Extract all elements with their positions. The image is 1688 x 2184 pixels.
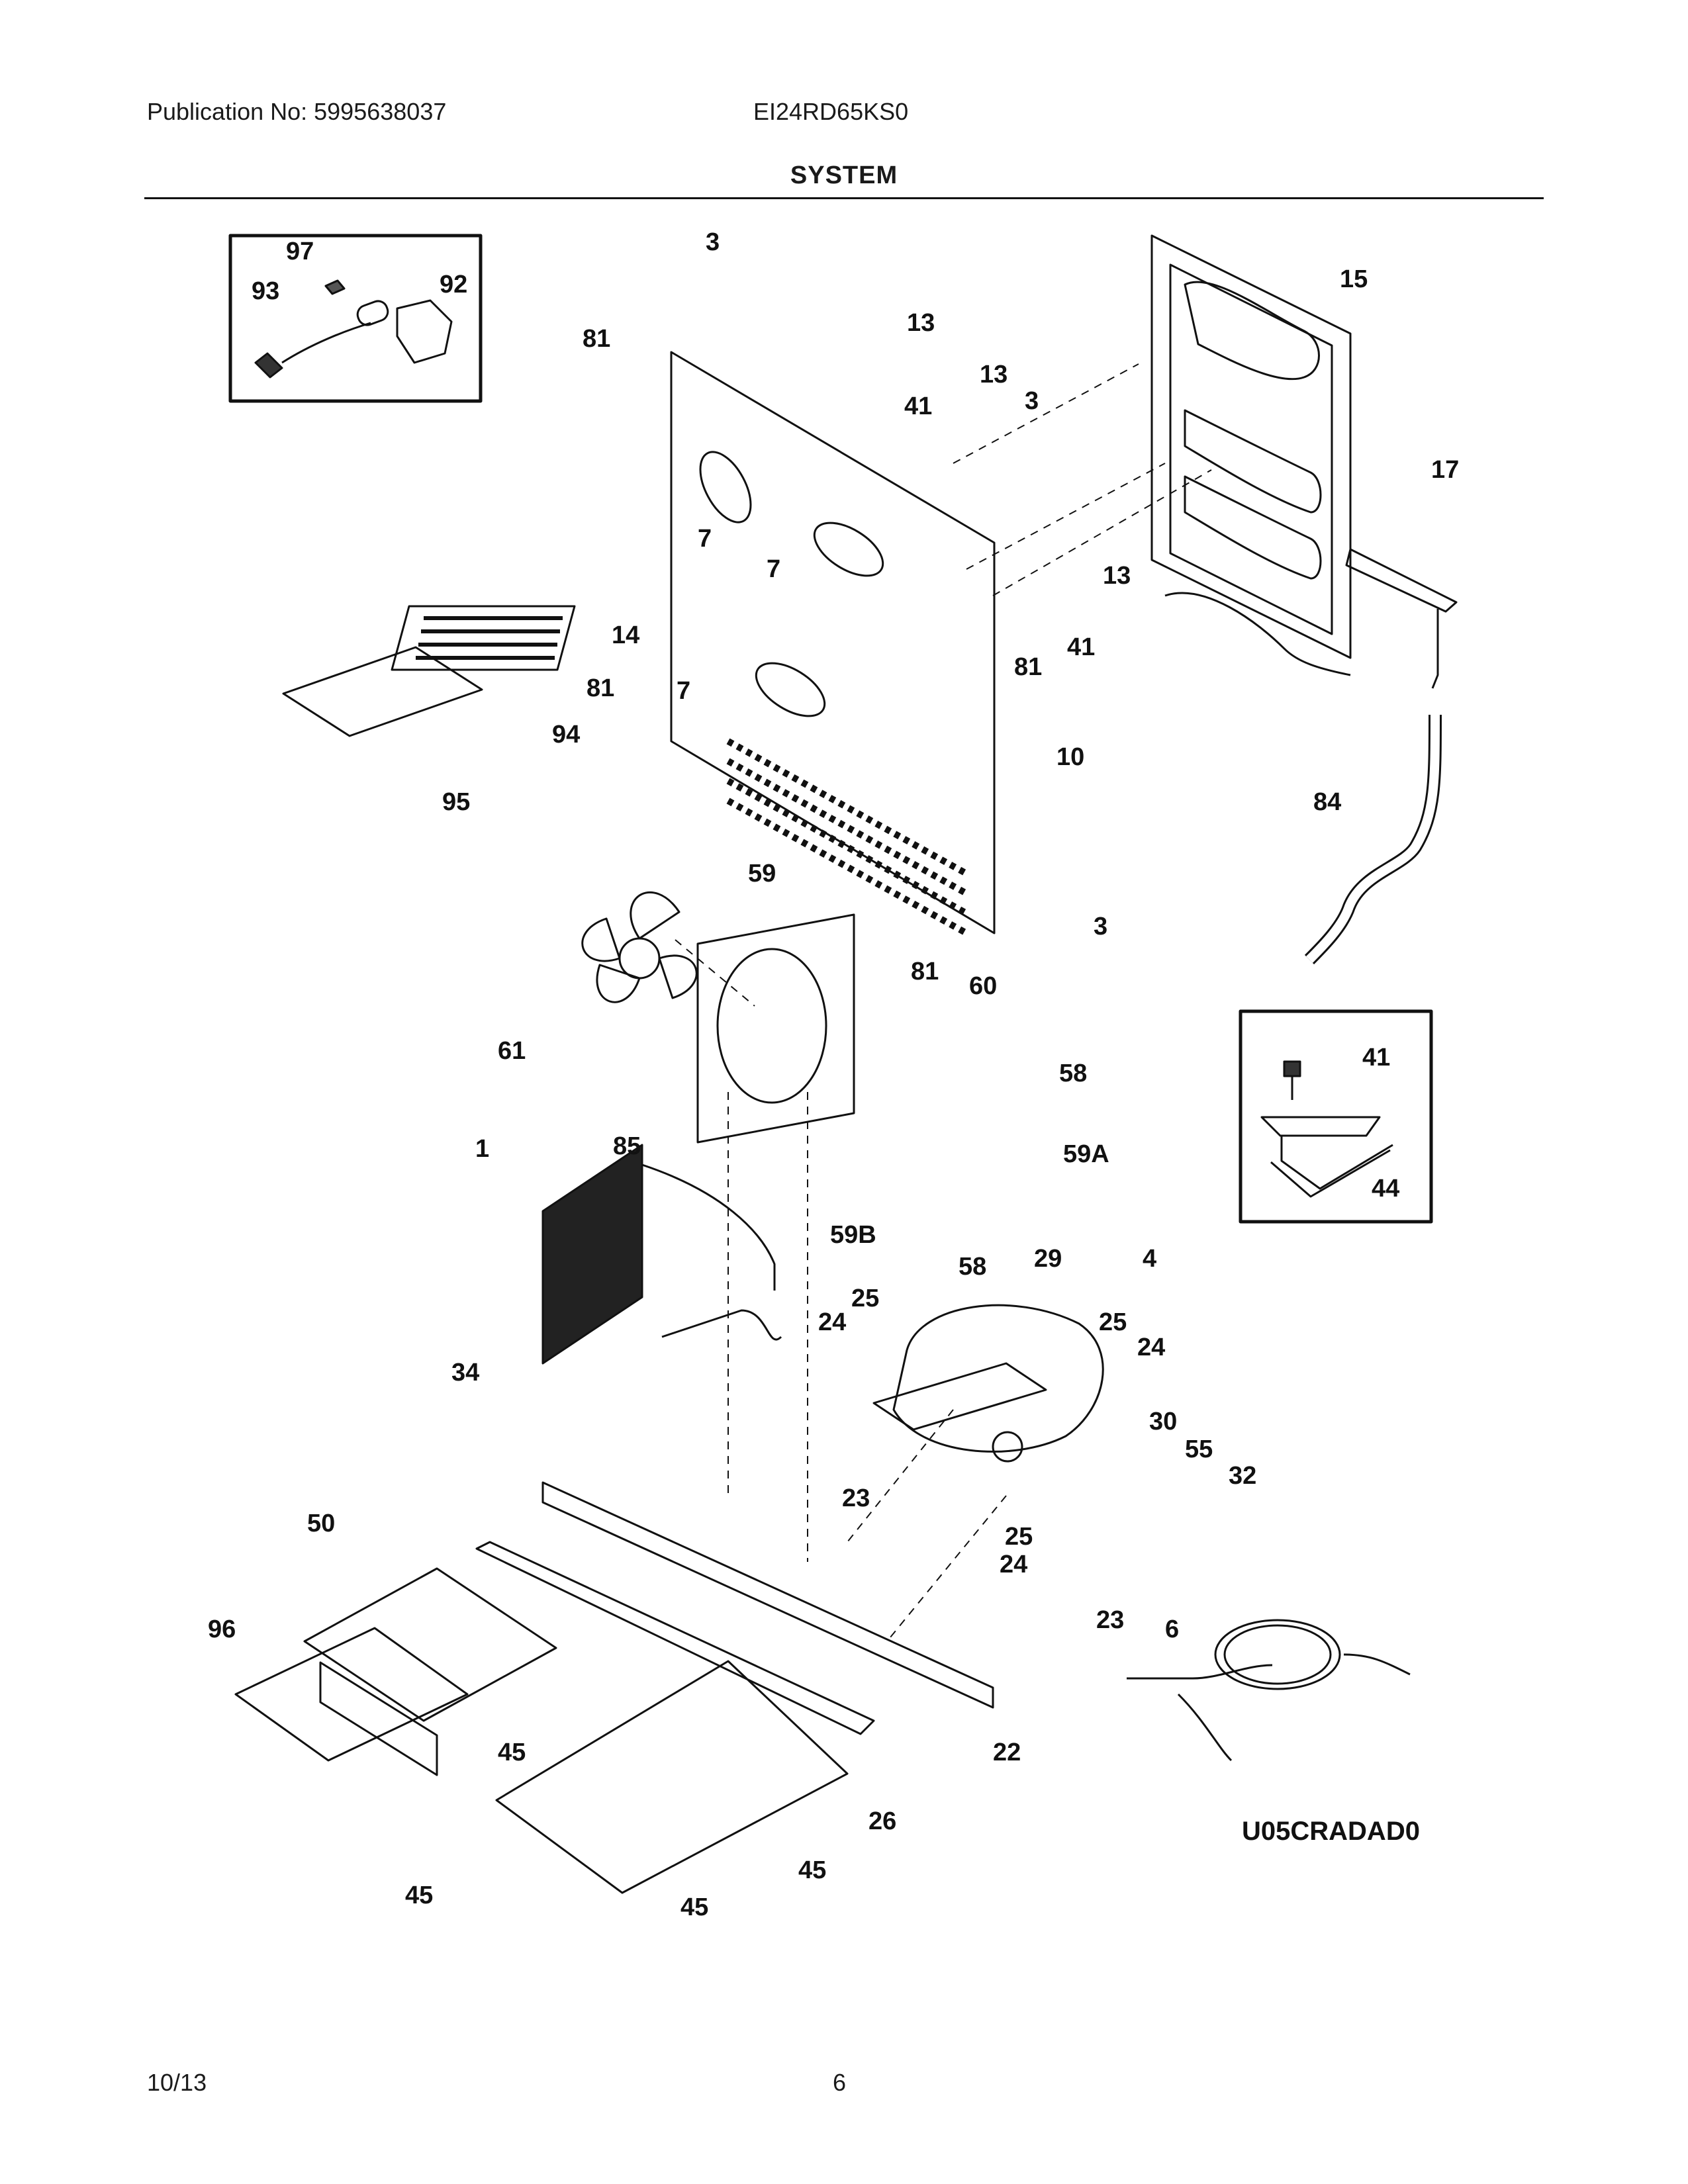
callout-4: 4 [1143,1245,1156,1273]
bracket-inset [1239,1009,1433,1224]
callout-13: 13 [907,309,935,337]
callout-58: 58 [959,1253,986,1281]
callout-32: 32 [1229,1462,1256,1490]
footer-date: 10/13 [147,2069,207,2096]
header-divider [144,197,1544,199]
callout-7: 7 [767,555,780,583]
callout-29: 29 [1034,1245,1062,1273]
callout-24: 24 [1000,1551,1027,1578]
callout-60: 60 [969,972,997,1000]
callout-26: 26 [868,1807,896,1835]
callout-23: 23 [842,1484,870,1512]
publication-number: Publication No: 5995638037 [147,98,447,125]
callout-41: 41 [1067,633,1095,661]
model-number: EI24RD65KS0 [753,98,909,125]
callout-25: 25 [1005,1523,1033,1551]
callout-3: 3 [1025,387,1039,415]
harness-kit-inset [228,234,483,403]
callout-81: 81 [583,325,610,353]
callout-95: 95 [442,788,470,816]
callout-59B: 59B [830,1221,876,1249]
diagram-code: U05CRADAD0 [1242,1817,1420,1846]
base-rail [475,1541,875,1735]
callout-24: 24 [818,1308,846,1336]
condenser-coil [541,1144,782,1365]
compressor [872,1304,1104,1463]
callout-81: 81 [911,958,939,985]
callout-7: 7 [698,525,712,553]
callout-81: 81 [1014,653,1042,681]
callout-30: 30 [1149,1408,1177,1435]
callout-1: 1 [475,1135,489,1163]
callout-55: 55 [1185,1435,1213,1463]
callout-25: 25 [1099,1308,1127,1336]
callout-45: 45 [798,1856,826,1884]
callout-25: 25 [851,1285,879,1312]
callout-97: 97 [286,238,314,265]
callout-22: 22 [993,1739,1021,1766]
filter-pad [282,646,483,737]
callout-13: 13 [1103,562,1131,590]
callout-59: 59 [748,860,776,887]
control-box [303,1567,557,1722]
callout-94: 94 [552,721,580,749]
cover-box [234,1627,469,1762]
callout-59A: 59A [1063,1140,1109,1168]
fan-shroud [696,913,855,1144]
callout-34: 34 [451,1359,479,1387]
callout-7: 7 [677,677,690,705]
callout-58: 58 [1059,1060,1087,1087]
drain-pan [495,1660,849,1894]
callout-24: 24 [1137,1334,1165,1361]
callout-3: 3 [1094,913,1107,940]
callout-44: 44 [1372,1175,1399,1203]
callout-81: 81 [586,674,614,702]
callout-84: 84 [1313,788,1341,816]
callout-92: 92 [440,271,467,298]
condenser-fan [581,891,698,1003]
callout-10: 10 [1056,743,1084,771]
drain-trough [1345,548,1458,613]
callout-50: 50 [307,1510,335,1537]
grille [391,605,576,671]
callout-93: 93 [252,277,279,305]
callout-41: 41 [1362,1044,1390,1071]
callout-6: 6 [1165,1615,1179,1643]
callout-45: 45 [405,1882,433,1909]
callout-15: 15 [1340,265,1368,293]
power-cord [1214,1619,1341,1690]
callout-41: 41 [904,392,932,420]
callout-61: 61 [498,1037,526,1065]
callout-17: 17 [1431,456,1459,484]
page-number: 6 [833,2069,847,2096]
callout-45: 45 [680,1893,708,1921]
callout-45: 45 [498,1739,526,1766]
evaporator-plate [1150,234,1352,676]
callout-3: 3 [706,228,720,256]
callout-96: 96 [208,1615,236,1643]
callout-23: 23 [1096,1606,1124,1634]
callout-14: 14 [612,621,639,649]
callout-85: 85 [613,1132,641,1160]
callout-13: 13 [980,361,1008,388]
section-title: SYSTEM [790,161,898,189]
drain-spout [1431,609,1439,689]
back-panel [670,351,996,936]
